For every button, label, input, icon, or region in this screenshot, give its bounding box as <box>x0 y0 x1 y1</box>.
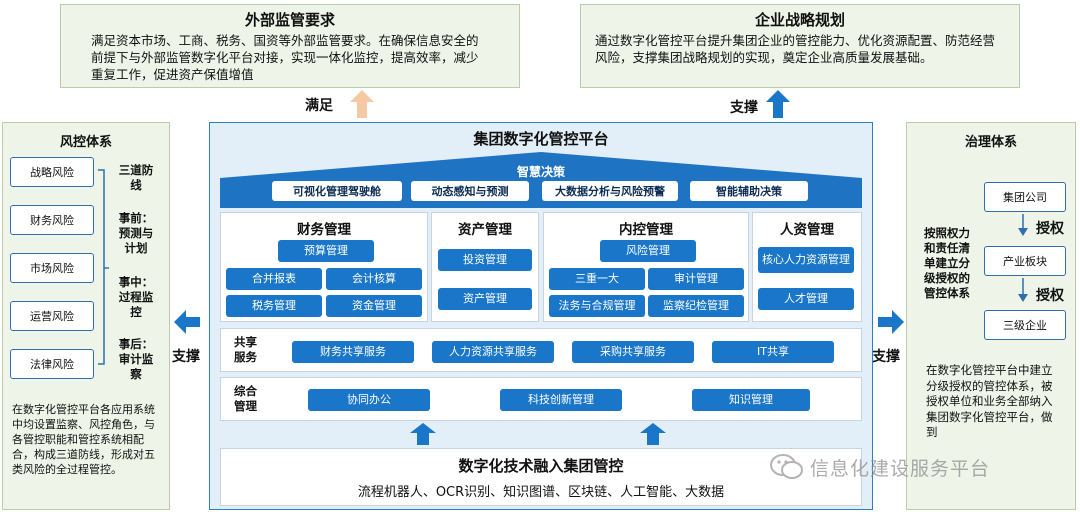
governance-side-text: 按照权力和责任清单建立分级授权的管控体系 <box>924 226 970 300</box>
decision-roof <box>220 152 862 208</box>
tech-subtitle: 流程机器人、OCR识别、知识图谱、区块链、人工智能、大数据 <box>357 485 725 500</box>
decision-item: 动态感知与预测 <box>411 181 529 201</box>
strategy-support-arrow-icon <box>766 90 790 118</box>
risk-item: 法律风险 <box>10 349 94 379</box>
governance-title: 治理体系 <box>964 135 1017 150</box>
module-item: 监察纪检管理 <box>648 295 744 317</box>
risk-stage: 事后：审计监察 <box>118 337 154 381</box>
strategy-title: 企业战略规划 <box>754 11 845 29</box>
risk-item: 战略风险 <box>10 157 94 187</box>
module-item: 会计核算 <box>326 268 422 290</box>
module-item: 合并报表 <box>226 268 322 290</box>
right-support-arrow-icon <box>878 310 904 334</box>
tech-title: 数字化技术融入集团管控 <box>458 457 624 475</box>
module-title: 财务管理 <box>297 222 351 238</box>
right-support-label: 支撑 <box>872 349 900 365</box>
tech-base <box>220 448 862 506</box>
module-item: 法务与合规管理 <box>549 295 645 317</box>
shared-services-label: 共享服务 <box>234 335 257 364</box>
module-item: 核心人力资源管理 <box>758 247 854 273</box>
general-management-label: 综合管理 <box>234 384 257 413</box>
risk-item: 市场风险 <box>10 253 94 283</box>
risk-bracket-icon <box>98 169 109 365</box>
governance-level: 三级企业 <box>984 310 1066 340</box>
risk-item: 财务风险 <box>10 205 94 235</box>
platform-title: 集团数字化管控平台 <box>473 130 609 148</box>
left-support-label: 支撑 <box>172 349 200 365</box>
decision-item: 大数据分析与风险预警 <box>542 181 678 201</box>
module-item: 审计管理 <box>648 268 744 290</box>
up-arrow-icon <box>410 423 436 445</box>
module-item: 资金管理 <box>326 295 422 317</box>
strategy-text: 通过数字化管控平台提升集团企业的管控能力、优化资源配置、防范经营风险，支撑集团战… <box>595 33 996 65</box>
governance-desc: 在数字化管控平台中建立分级授权的管控体系，被授权单位和业务全部纳入集团数字化管控… <box>926 363 1053 439</box>
decision-item: 可视化管理驾驶舱 <box>272 181 402 201</box>
risk-control-title: 风控体系 <box>59 135 112 150</box>
general-item: 科技创新管理 <box>500 389 622 411</box>
watermark: 信息化建设服务平台 <box>770 453 990 481</box>
module-title: 资产管理 <box>458 222 512 238</box>
risk-item: 运营风险 <box>10 301 94 331</box>
strategy-support-label: 支撑 <box>730 100 758 116</box>
module-item: 税务管理 <box>226 295 322 317</box>
shared-service-item: 采购共享服务 <box>572 341 694 363</box>
shared-service-item: 财务共享服务 <box>292 341 414 363</box>
module-title: 内控管理 <box>619 222 673 238</box>
watermark-text: 信息化建设服务平台 <box>810 457 991 480</box>
module-item: 资产管理 <box>438 288 532 310</box>
governance-level: 集团公司 <box>984 182 1066 212</box>
up-arrow-icon <box>640 423 666 445</box>
external-supervision-title: 外部监管要求 <box>244 11 335 29</box>
risk-stage: 事中：过程监控 <box>118 275 154 319</box>
external-supervision-panel: 外部监管要求 满足资本市场、工商、税务、国资等外部监管要求。在确保信息安全的前提… <box>60 4 520 88</box>
down-arrow-icon <box>1018 278 1028 302</box>
down-arrow-icon <box>1018 214 1028 236</box>
external-supervision-text: 满足资本市场、工商、税务、国资等外部监管要求。在确保信息安全的前提下与外部监管数… <box>91 33 479 82</box>
decision-item: 智能辅助决策 <box>690 181 808 201</box>
module-title: 人资管理 <box>780 222 834 238</box>
satisfy-label: 满足 <box>305 98 333 114</box>
risk-stage: 事前：预测与计划 <box>118 211 154 255</box>
auth-label: 授权 <box>1036 221 1064 237</box>
satisfy-arrow-icon <box>350 90 374 118</box>
risk-stage: 三道防线 <box>118 163 154 192</box>
general-item: 知识管理 <box>692 389 810 411</box>
shared-service-item: 人力资源共享服务 <box>432 341 554 363</box>
general-item: 协同办公 <box>308 389 430 411</box>
strategy-panel: 企业战略规划 通过数字化管控平台提升集团企业的管控能力、优化资源配置、防范经营风… <box>580 4 1020 88</box>
wechat-icon <box>770 454 803 479</box>
module-item: 三重一大 <box>549 268 645 290</box>
auth-label: 授权 <box>1036 288 1064 304</box>
module-item: 投资管理 <box>438 249 532 271</box>
decision-title: 智慧决策 <box>516 165 565 179</box>
shared-service-item: IT共享 <box>712 341 834 363</box>
left-support-arrow-icon <box>174 310 200 334</box>
governance-level: 产业板块 <box>984 246 1066 276</box>
module-item: 人才管理 <box>758 288 854 310</box>
risk-control-desc: 在数字化管控平台各应用系统中均设置监察、风控角色，与各管控职能和管控系统相配合，… <box>12 403 155 476</box>
module-item: 风险管理 <box>600 240 696 262</box>
module-item: 预算管理 <box>278 240 374 262</box>
